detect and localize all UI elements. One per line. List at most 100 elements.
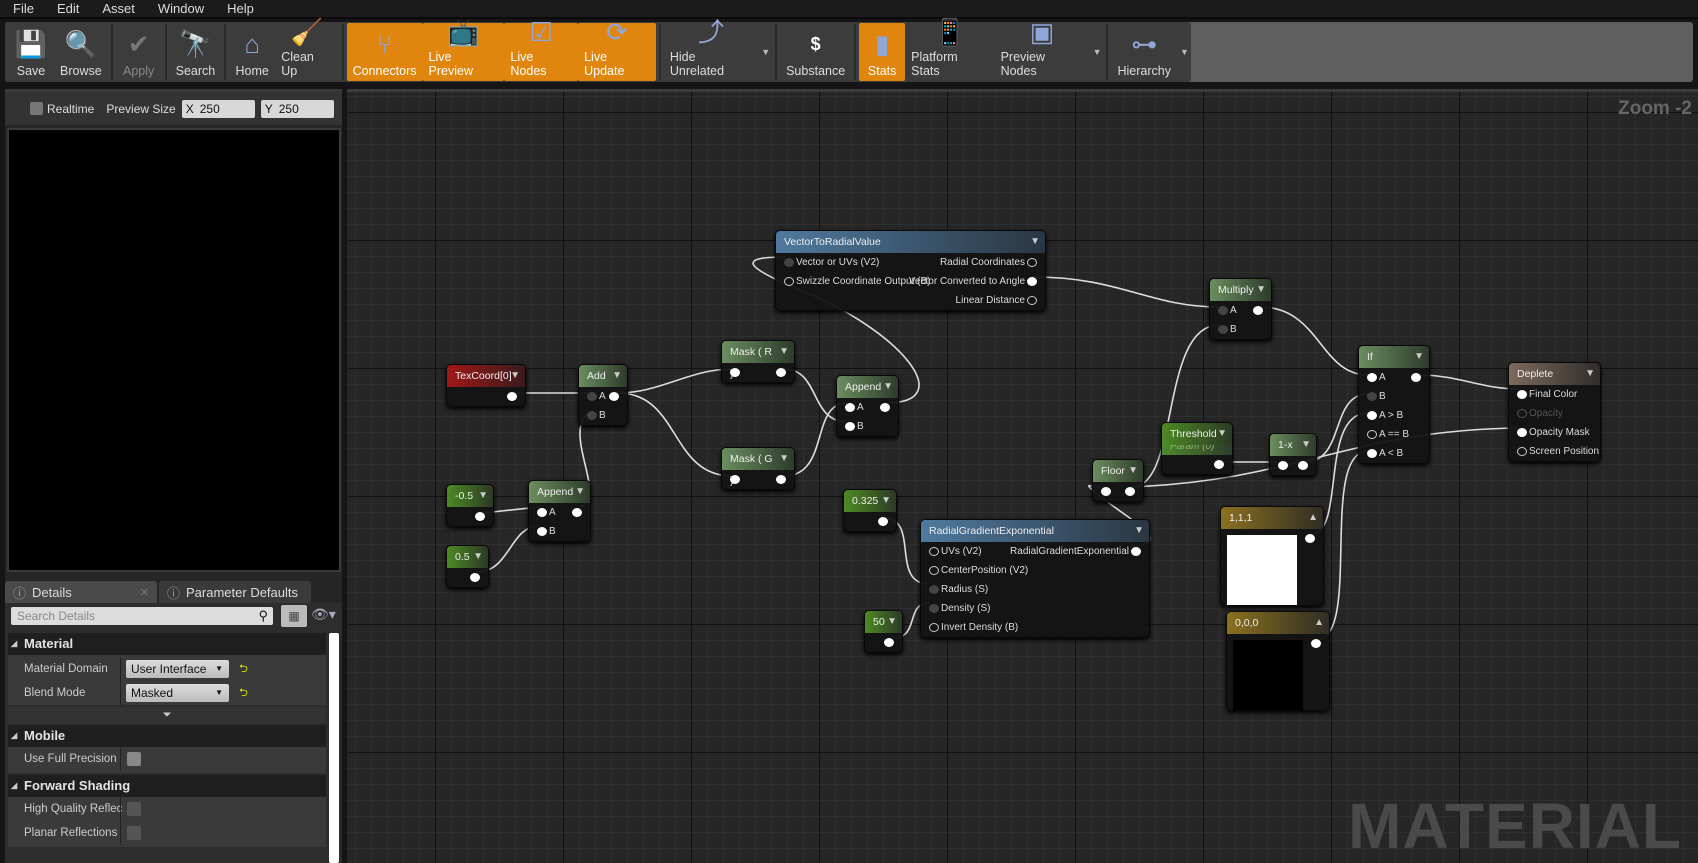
input-pin[interactable] [929, 623, 939, 632]
node-header[interactable]: Threshold▼ [1162, 423, 1232, 445]
view-options-grid-button[interactable]: ▦ [281, 605, 307, 627]
node-vec-black[interactable]: 0,0,0▲ [1226, 611, 1330, 711]
output-pin[interactable] [1027, 258, 1037, 267]
expand-icon[interactable]: ▼ [612, 370, 622, 381]
preview-nodes-button[interactable]: ▣Preview Nodes▼ [995, 17, 1102, 81]
input-pin[interactable] [1278, 461, 1288, 470]
live-nodes-button[interactable]: ☑Live Nodes [504, 17, 579, 81]
menu-window[interactable]: Window [157, 1, 205, 16]
scrollbar[interactable] [329, 633, 339, 863]
collapse-icon[interactable]: ▲ [1308, 512, 1318, 523]
expand-icon[interactable]: ▼ [1414, 351, 1424, 362]
substance-button[interactable]: $Substance [780, 23, 851, 81]
input-pin[interactable] [587, 392, 597, 401]
planar-reflections-checkbox[interactable] [127, 826, 141, 840]
input-pin[interactable] [1517, 447, 1527, 456]
node-header[interactable]: TexCoord[0]▼ [447, 365, 525, 387]
node-header[interactable]: 0.325▼ [844, 490, 896, 512]
input-pin[interactable] [1218, 306, 1228, 315]
connectors-button[interactable]: ⑂Connectors [346, 23, 423, 81]
node-header[interactable]: 1,1,1▲ [1221, 507, 1323, 529]
expand-icon[interactable]: ▼ [881, 495, 891, 506]
input-pin[interactable] [784, 277, 794, 286]
expand-icon[interactable]: ▼ [779, 346, 789, 357]
input-pin[interactable] [845, 403, 855, 412]
output-pin[interactable] [776, 368, 786, 377]
section-mobile[interactable]: Mobile [8, 725, 326, 747]
expand-icon[interactable]: ▼ [887, 616, 897, 627]
output-pin[interactable] [1305, 534, 1315, 543]
output-pin[interactable] [884, 638, 894, 647]
preview-viewport[interactable] [7, 128, 341, 572]
platform-stats-button[interactable]: 📱Platform Stats [905, 17, 994, 81]
node-const-0325[interactable]: 0.325▼ [843, 489, 897, 532]
menu-asset[interactable]: Asset [102, 1, 135, 16]
node-header[interactable]: 0,0,0▲ [1227, 612, 1329, 634]
input-pin[interactable] [537, 527, 547, 536]
live-preview-button[interactable]: 📺Live Preview [422, 17, 505, 81]
node-threshold[interactable]: Threshold▼Param (0) [1161, 422, 1233, 475]
expand-icon[interactable]: ▼ [1128, 465, 1138, 476]
output-pin[interactable] [776, 475, 786, 484]
input-pin[interactable] [929, 604, 939, 613]
reset-icon[interactable]: ⮌ [239, 687, 248, 699]
search-button[interactable]: 🔭Search [170, 23, 222, 81]
output-pin[interactable] [1253, 306, 1263, 315]
input-pin[interactable] [929, 547, 939, 556]
node-mask-r[interactable]: Mask ( R )▼ [721, 340, 795, 383]
chevron-down-icon[interactable]: ▼ [1180, 47, 1189, 57]
visibility-eye-icon[interactable]: 👁▾ [311, 606, 336, 622]
output-pin[interactable] [1298, 461, 1308, 470]
expand-icon[interactable]: ▼ [473, 551, 483, 562]
expand-icon[interactable]: ▼ [1585, 368, 1595, 379]
node-header[interactable]: Mask ( G )▼ [722, 448, 794, 487]
input-pin[interactable] [1517, 390, 1527, 399]
output-pin[interactable] [1411, 373, 1421, 382]
output-pin[interactable] [572, 508, 582, 517]
node-header[interactable]: RadialGradientExponential▼ [921, 520, 1149, 542]
expand-icon[interactable]: ▼ [1256, 284, 1266, 295]
node-vtr[interactable]: VectorToRadialValue▼Vector or UVs (V2)Ra… [775, 230, 1046, 311]
use-full-precision-checkbox[interactable] [127, 752, 141, 766]
input-pin[interactable] [1101, 487, 1111, 496]
node-header[interactable]: -0.5▼ [447, 485, 493, 507]
stats-button[interactable]: ▮Stats [859, 23, 906, 81]
input-pin[interactable] [1367, 430, 1377, 439]
node-header[interactable]: 50▼ [865, 611, 902, 633]
output-pin[interactable] [878, 517, 888, 526]
expand-icon[interactable]: ▼ [1030, 236, 1040, 247]
input-pin[interactable] [1367, 449, 1377, 458]
input-pin[interactable] [784, 258, 794, 267]
output-pin[interactable] [1311, 639, 1321, 648]
node-texcoord[interactable]: TexCoord[0]▼ [446, 364, 526, 407]
expand-icon[interactable]: ▼ [779, 453, 789, 464]
node-header[interactable]: If▼ [1359, 346, 1429, 368]
node-header[interactable]: Append▼ [529, 481, 590, 503]
node-header[interactable]: Multiply▼ [1210, 279, 1271, 301]
node-header[interactable]: VectorToRadialValue▼ [776, 231, 1045, 253]
node-const-50[interactable]: 50▼ [864, 610, 903, 653]
output-pin[interactable] [507, 392, 517, 401]
home-button[interactable]: ⌂Home [229, 23, 275, 81]
material-domain-select[interactable]: User Interface [126, 660, 229, 678]
material-graph-canvas[interactable]: Zoom -2 MATERIAL [347, 89, 1698, 863]
input-pin[interactable] [1218, 325, 1228, 334]
chevron-down-icon[interactable]: ▼ [1092, 47, 1102, 57]
node-header[interactable]: Mask ( R )▼ [722, 341, 794, 380]
input-pin[interactable] [1367, 411, 1377, 420]
node-header[interactable]: Deplete▼ [1509, 363, 1600, 385]
expand-icon[interactable]: ▼ [1301, 439, 1311, 450]
menu-file[interactable]: File [13, 1, 34, 16]
input-pin[interactable] [845, 422, 855, 431]
apply-button[interactable]: ✔Apply [116, 23, 162, 81]
expand-icon[interactable]: ▼ [883, 381, 893, 392]
output-pin[interactable] [475, 512, 485, 521]
input-pin[interactable] [929, 566, 939, 575]
output-pin[interactable] [609, 392, 619, 401]
